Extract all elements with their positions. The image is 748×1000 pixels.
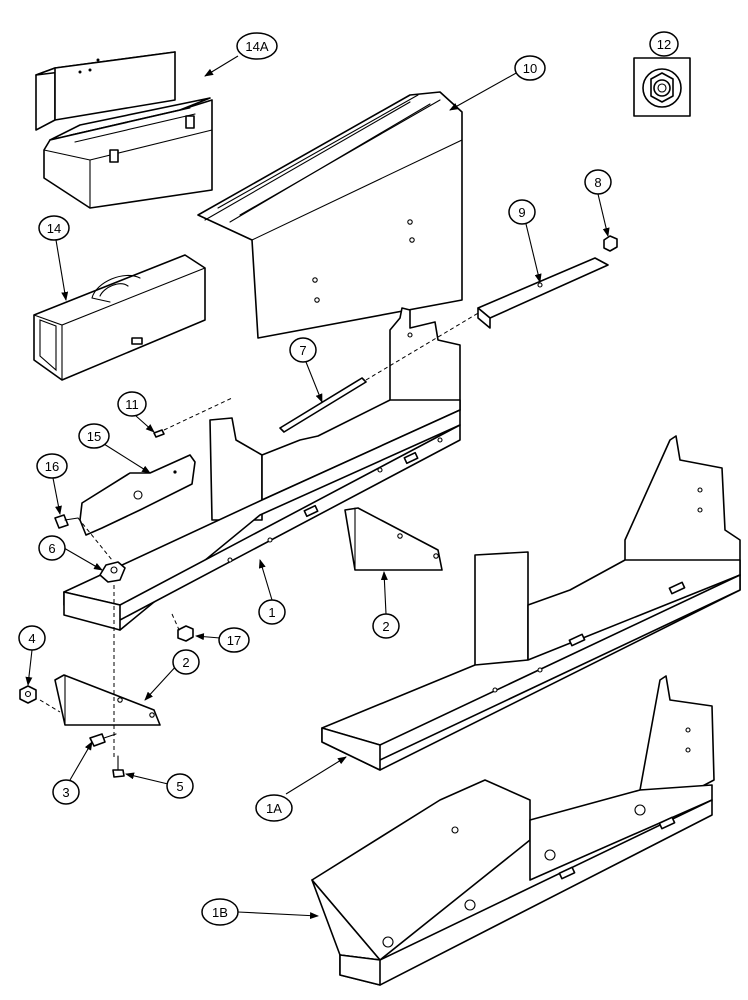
callout-label: 1A: [266, 801, 282, 816]
callout-1a: 1A: [255, 794, 293, 822]
leader-lines: [25, 55, 610, 920]
frame-1b-part: [311, 675, 715, 986]
bolt-part: [54, 514, 79, 529]
cover-part: [197, 91, 463, 339]
callout-label: 4: [28, 631, 35, 646]
callout-label: 12: [657, 37, 671, 52]
support-bracket-lower-part: [54, 674, 161, 726]
nut-17-part: [177, 625, 194, 642]
toolbox-closed-part: [33, 254, 206, 381]
callout-label: 17: [227, 633, 241, 648]
callout-label: 5: [176, 779, 183, 794]
bolt-3-part: [89, 733, 117, 747]
rod-part: [279, 377, 367, 433]
pin-part: [153, 429, 165, 438]
callout-label: 9: [518, 205, 525, 220]
callout-12: 12: [649, 31, 679, 57]
callout-label: 1B: [212, 905, 228, 920]
callout-14a: 14A: [236, 32, 278, 60]
nut-part: [603, 235, 618, 252]
nut-4-part: [19, 685, 37, 704]
callout-7: 7: [289, 337, 317, 363]
callout-label: 14A: [245, 39, 268, 54]
callout-6: 6: [38, 535, 66, 561]
callout-5: 5: [166, 773, 194, 799]
callout-label: 2: [182, 655, 189, 670]
callout-2-lower: 2: [172, 649, 200, 675]
callout-2-upper: 2: [372, 613, 400, 639]
callout-4: 4: [18, 625, 46, 651]
callout-3: 3: [52, 779, 80, 805]
callout-1b: 1B: [201, 898, 239, 926]
callout-label: 3: [62, 785, 69, 800]
callout-label: 10: [523, 61, 537, 76]
callout-label: 11: [125, 397, 139, 412]
callout-label: 8: [594, 175, 601, 190]
callout-label: 14: [47, 221, 61, 236]
bolt-5-part: [112, 755, 125, 778]
callout-17: 17: [218, 627, 250, 653]
assembly-lines: [39, 311, 481, 760]
callout-8: 8: [584, 169, 612, 195]
callout-label: 16: [45, 459, 59, 474]
callout-11: 11: [117, 391, 147, 417]
support-bracket-upper-part: [344, 507, 443, 571]
callout-1: 1: [258, 599, 286, 625]
angle-bracket-part: [477, 257, 609, 329]
callout-10: 10: [514, 55, 546, 81]
main-frame-part: [63, 307, 461, 631]
flange-nut-part: [633, 57, 691, 117]
callout-label: 15: [87, 429, 101, 444]
callout-14: 14: [38, 215, 70, 241]
callout-15: 15: [78, 423, 110, 449]
callout-label: 2: [382, 619, 389, 634]
callout-label: 6: [48, 541, 55, 556]
callout-label: 7: [299, 343, 306, 358]
toolbox-open-part: [35, 51, 213, 209]
callout-label: 1: [268, 605, 275, 620]
callout-9: 9: [508, 199, 536, 225]
plate-part: [79, 454, 196, 536]
callout-16: 16: [36, 453, 68, 479]
frame-1a-part: [321, 435, 741, 771]
